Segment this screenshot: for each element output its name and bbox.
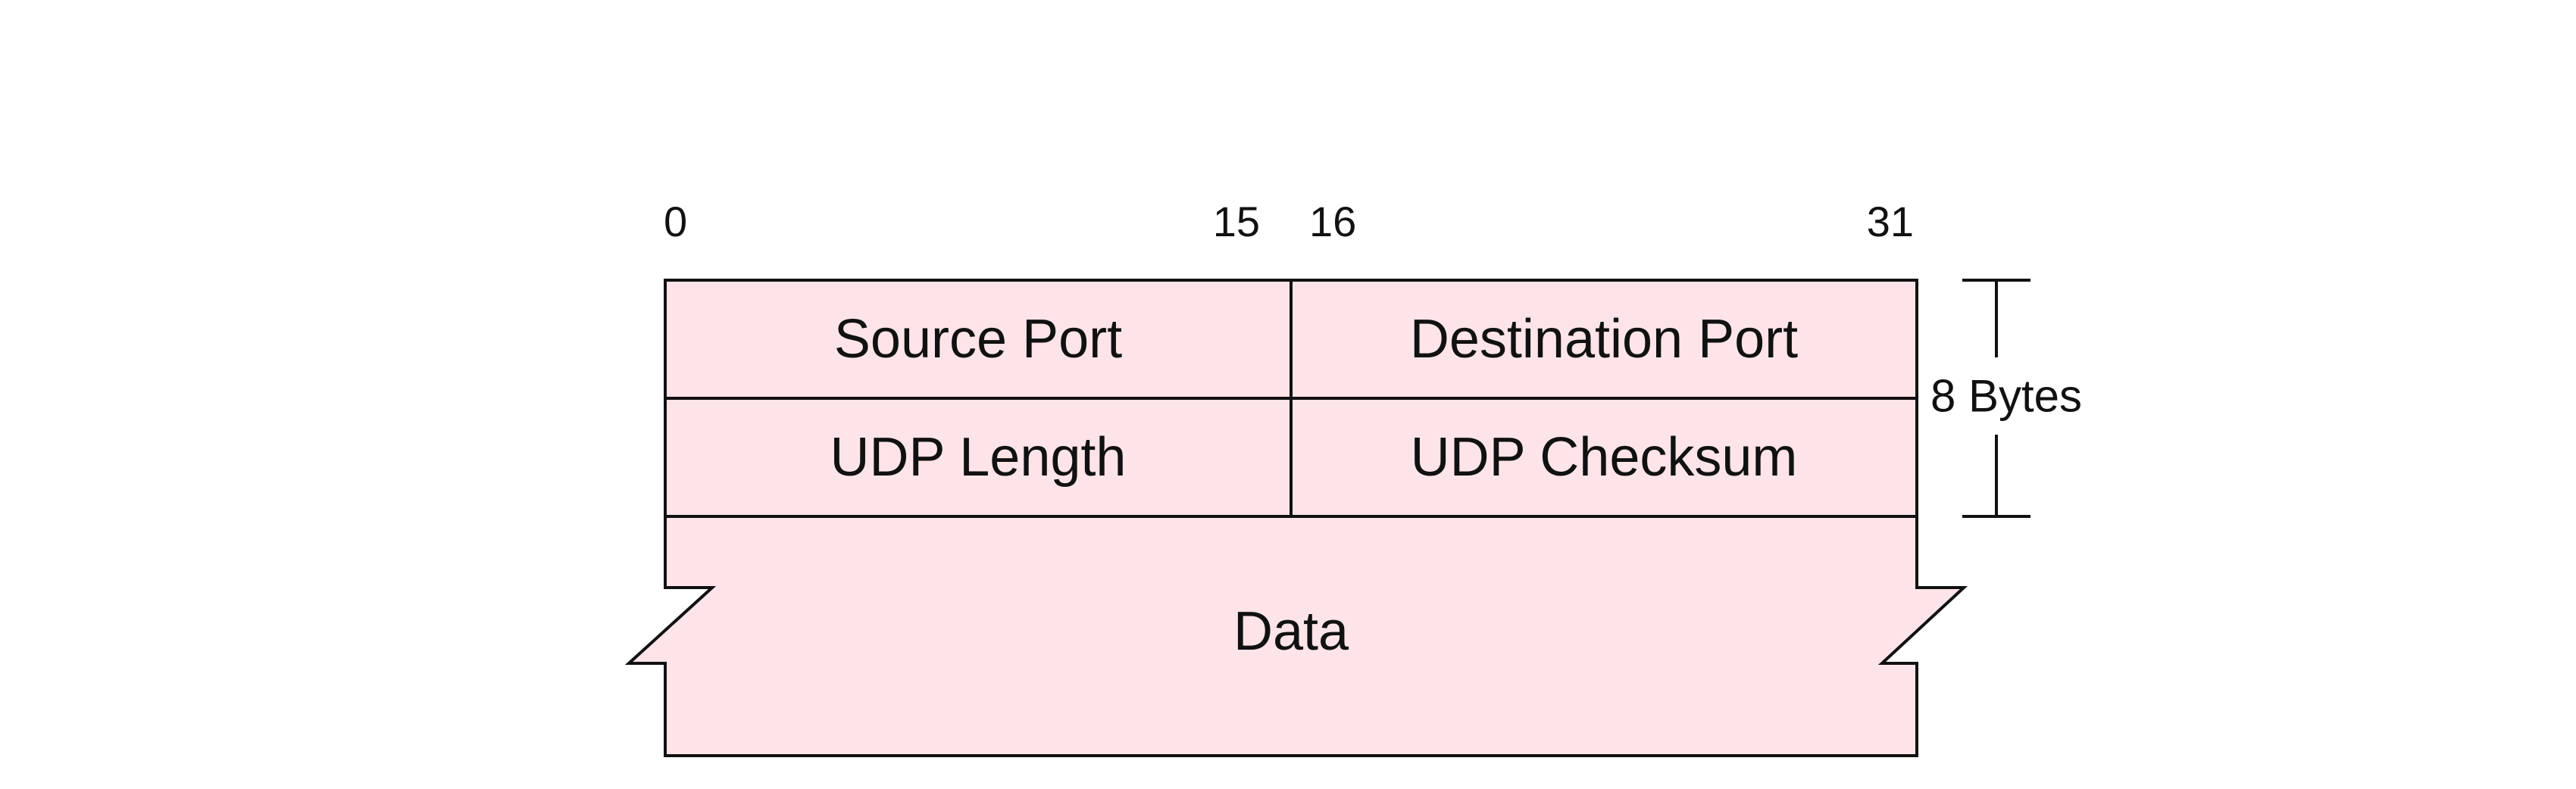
udp-length-field [664,397,1293,518]
source-port-field [664,279,1293,400]
destination-port-label: Destination Port [1410,309,1798,370]
source-port-label: Source Port [834,309,1122,370]
udp-checksum-label: UDP Checksum [1411,427,1798,488]
header-size-bracket [1962,279,2030,518]
header-size-label: 8 Bytes [1930,371,2082,422]
bit-label-15: 15 [1213,198,1260,245]
udp-checksum-field [1290,397,1918,518]
data-field [624,515,1968,757]
udp-length-label: UDP Length [830,427,1127,488]
destination-port-field [1290,279,1918,400]
bit-label-0: 0 [664,198,687,245]
bit-label-31: 31 [1867,198,1914,245]
bit-label-16: 16 [1309,198,1356,245]
data-label: Data [1233,601,1349,662]
